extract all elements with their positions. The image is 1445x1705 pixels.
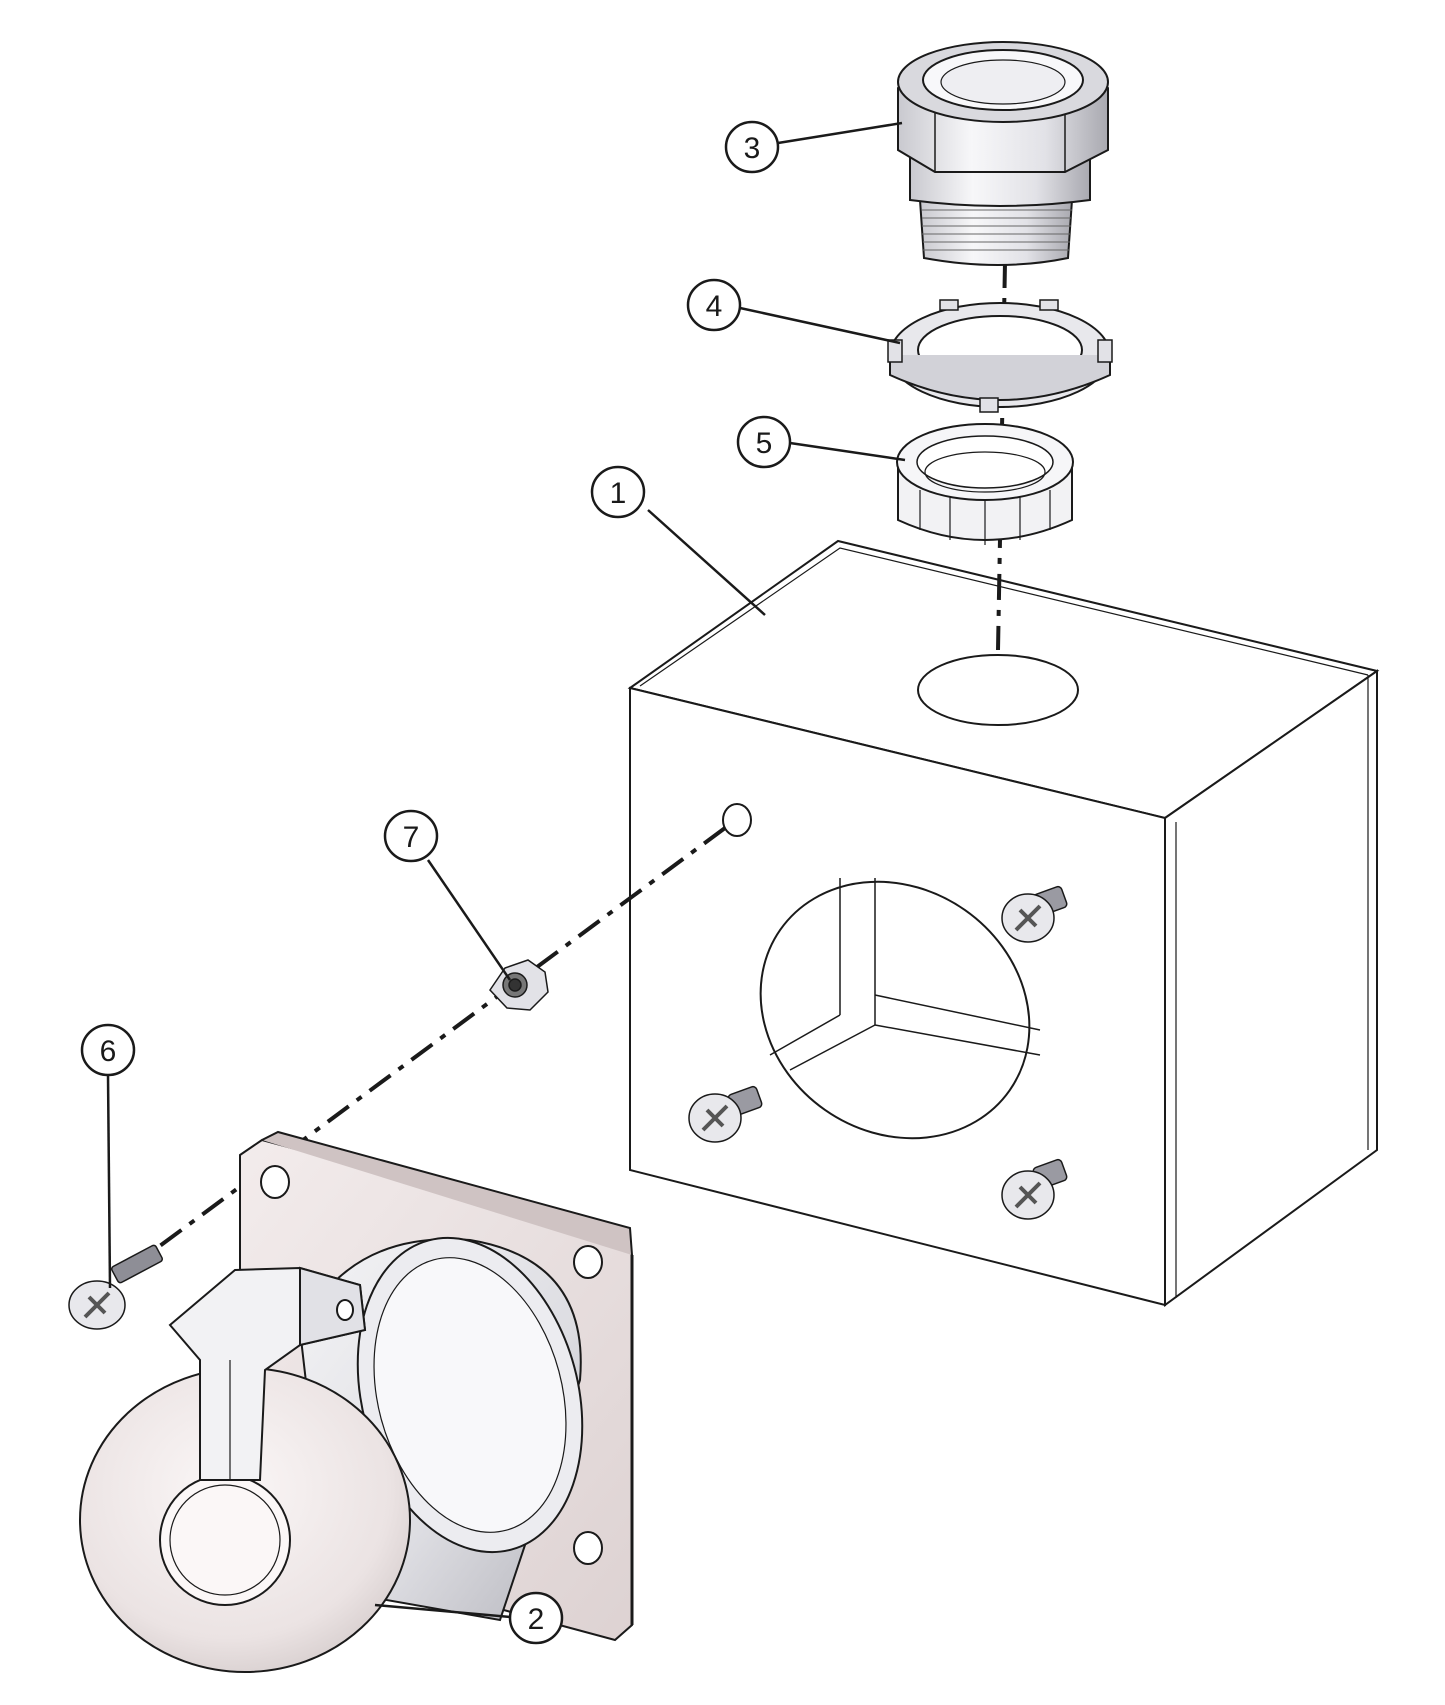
leader-2 xyxy=(374,1603,511,1619)
callout-4: 4 xyxy=(686,278,742,332)
callout-2-label: 2 xyxy=(528,1603,545,1636)
leader-6 xyxy=(106,1074,112,1289)
callout-1: 1 xyxy=(590,465,646,519)
callout-5: 5 xyxy=(736,415,792,469)
cord-grip-connector xyxy=(897,41,1109,266)
box-interior-edges xyxy=(769,878,1041,1071)
callout-bubbles: 1 2 3 4 5 6 7 xyxy=(80,120,792,1645)
leader-7 xyxy=(426,859,512,981)
callout-6-label: 6 xyxy=(100,1035,117,1068)
enclosure-box xyxy=(627,539,1380,1307)
callout-2: 2 xyxy=(508,1591,564,1645)
callout-7: 7 xyxy=(383,809,439,863)
leader-1 xyxy=(647,509,766,616)
leader-5 xyxy=(789,441,906,462)
callout-leaders xyxy=(106,121,906,1619)
leader-4 xyxy=(739,306,901,345)
mounting-screw xyxy=(68,1244,163,1330)
callout-1-label: 1 xyxy=(610,477,627,510)
callout-4-label: 4 xyxy=(706,290,723,323)
callout-3-label: 3 xyxy=(744,132,761,165)
box-screws xyxy=(688,885,1068,1220)
lock-nut-washer xyxy=(489,959,549,1011)
receptacle xyxy=(79,1130,634,1673)
callout-5-label: 5 xyxy=(756,427,773,460)
callout-6: 6 xyxy=(80,1023,136,1077)
connector-thread xyxy=(918,199,1074,266)
callout-3: 3 xyxy=(724,120,780,174)
box-right-face xyxy=(1164,669,1378,1307)
box-screw-1 xyxy=(1001,885,1068,943)
callout-7-label: 7 xyxy=(403,821,420,854)
box-screw-3 xyxy=(1001,1158,1068,1220)
box-mounting-hole xyxy=(722,803,752,837)
bushing xyxy=(896,423,1074,545)
box-top-hole xyxy=(917,654,1079,726)
box-screw-2 xyxy=(688,1085,763,1143)
locknut xyxy=(887,299,1113,413)
assembly-axis-diagonal xyxy=(128,826,727,1270)
leader-3 xyxy=(777,121,903,145)
box-front-opening xyxy=(759,880,1031,1140)
